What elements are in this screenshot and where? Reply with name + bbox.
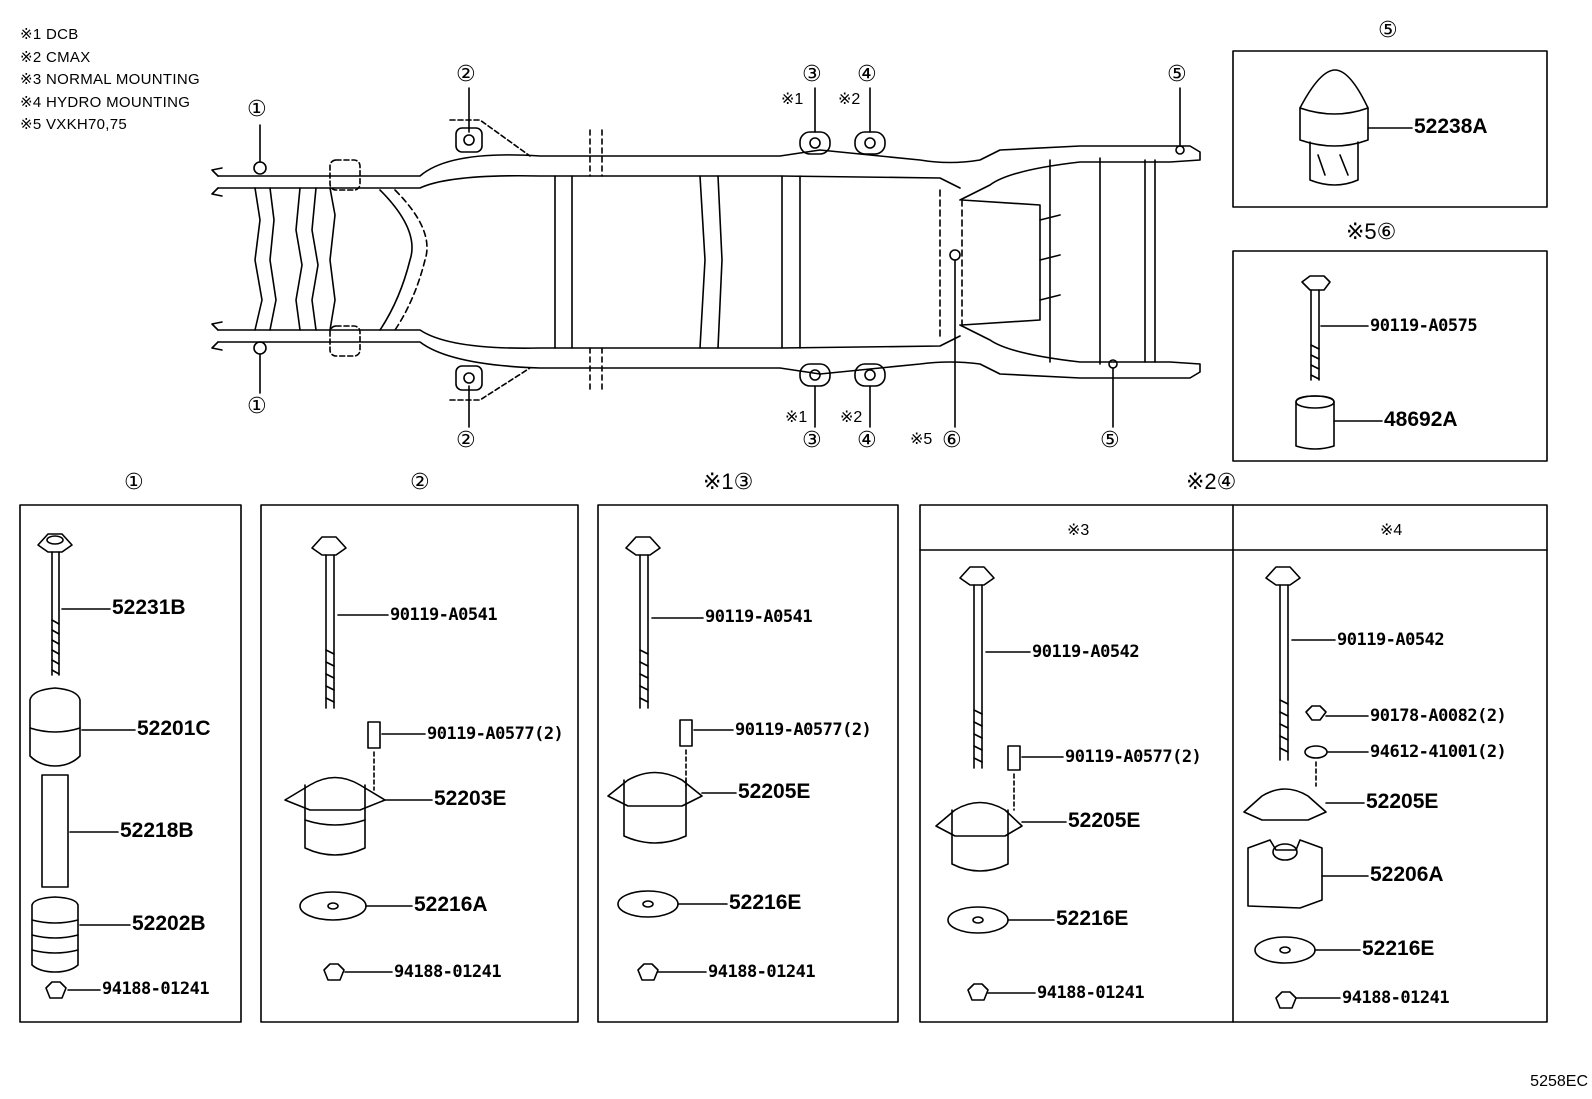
panel-2-header: ② bbox=[410, 469, 430, 494]
legend-item: ※1 DCB bbox=[20, 26, 79, 43]
legend-item: ※4 HYDRO MOUNTING bbox=[20, 93, 191, 111]
panel-4-sub4-header: ※4 bbox=[1380, 522, 1403, 539]
part-number: 52218B bbox=[120, 819, 194, 842]
callout-1: ① bbox=[247, 96, 267, 121]
note-2: ※2 bbox=[838, 91, 861, 108]
part-number: 52202B bbox=[132, 912, 206, 935]
note-2: ※2 bbox=[840, 409, 863, 426]
part-number: 94188-01241 bbox=[708, 962, 816, 982]
note-1: ※1 bbox=[781, 91, 804, 108]
part-number: 52216E bbox=[1362, 937, 1435, 960]
callout-5: ⑤ bbox=[1167, 61, 1187, 86]
part-number: 90119-A0541 bbox=[390, 605, 498, 625]
callout-5: ⑤ bbox=[1100, 427, 1120, 452]
legend-item: ※2 CMAX bbox=[20, 48, 91, 66]
legend-item: ※5 VXKH70,75 bbox=[20, 116, 128, 133]
panel1-drawing bbox=[29, 533, 136, 999]
callout-1: ① bbox=[247, 393, 267, 418]
panel2-drawing bbox=[284, 536, 433, 981]
part-number: 90119-A0577(2) bbox=[427, 724, 564, 744]
panel-4-sub3-header: ※3 bbox=[1067, 522, 1090, 539]
note-5: ※5 bbox=[910, 431, 933, 448]
part-number: 94188-01241 bbox=[394, 962, 502, 982]
legend-item: ※3 NORMAL MOUNTING bbox=[20, 71, 200, 88]
part-number: 90119-A0541 bbox=[705, 607, 813, 627]
callout-4: ④ bbox=[857, 61, 877, 86]
legend: ※1 DCB ※2 CMAX ※3 NORMAL MOUNTING ※4 HYD… bbox=[20, 24, 200, 137]
part-number: 90119-A0542 bbox=[1032, 642, 1140, 662]
part-number: 90119-A0575 bbox=[1370, 316, 1478, 336]
panel5-drawing bbox=[1299, 69, 1413, 186]
panel-4-header: ※2④ bbox=[1186, 469, 1237, 494]
part-number: 90119-A0577(2) bbox=[735, 720, 872, 740]
frame-drawing bbox=[211, 87, 1201, 428]
panel-3-header: ※1③ bbox=[703, 469, 754, 494]
part-number: 90119-A0577(2) bbox=[1065, 747, 1202, 767]
part-number: 52203E bbox=[434, 787, 507, 810]
part-number: 52206A bbox=[1370, 863, 1444, 886]
part-number: 94188-01241 bbox=[1037, 983, 1145, 1003]
callout-2: ② bbox=[456, 427, 476, 452]
panel-5-header: ⑤ bbox=[1378, 17, 1398, 42]
part-number: 90178-A0082(2) bbox=[1370, 706, 1507, 726]
part-number: 48692A bbox=[1384, 408, 1458, 431]
part-number: 52216A bbox=[414, 893, 488, 916]
part-number: 52201C bbox=[137, 717, 211, 740]
part-number: 52231B bbox=[112, 596, 186, 619]
part-number: 90119-A0542 bbox=[1337, 630, 1445, 650]
note-1: ※1 bbox=[785, 409, 808, 426]
callout-2: ② bbox=[456, 61, 476, 86]
part-number: 52238A bbox=[1414, 115, 1488, 138]
part-number: 94188-01241 bbox=[102, 979, 210, 999]
part-number: 52205E bbox=[1068, 809, 1141, 832]
callout-6: ⑥ bbox=[942, 427, 962, 452]
part-number: 52205E bbox=[1366, 790, 1439, 813]
callout-4: ④ bbox=[857, 427, 877, 452]
callout-3: ③ bbox=[802, 61, 822, 86]
diagram-code: 5258EC bbox=[1530, 1073, 1588, 1090]
part-number: 94612-41001(2) bbox=[1370, 742, 1507, 762]
panel4-drawing bbox=[935, 566, 1369, 1009]
part-number: 94188-01241 bbox=[1342, 988, 1450, 1008]
panel-6-header: ※5⑥ bbox=[1346, 219, 1397, 244]
part-number: 52205E bbox=[738, 780, 811, 803]
part-number: 52216E bbox=[729, 891, 802, 914]
panel3-drawing bbox=[607, 536, 737, 981]
part-number: 52216E bbox=[1056, 907, 1129, 930]
callout-3: ③ bbox=[802, 427, 822, 452]
panel-1-header: ① bbox=[124, 469, 144, 494]
panel6-drawing bbox=[1295, 275, 1383, 450]
